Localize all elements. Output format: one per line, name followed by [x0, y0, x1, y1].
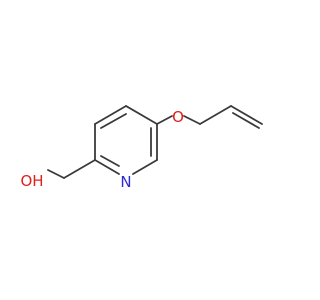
bond-c5-o — [156, 115, 173, 125]
bond-ch-ch2 — [230, 105, 263, 125]
bond-c6-n — [132, 159, 158, 175]
bond-c4-c5 — [125, 105, 158, 125]
ring-nitrogen-label: N — [120, 173, 131, 191]
bond-c3-c4 — [94, 105, 127, 125]
bond-n-c2 — [94, 159, 120, 175]
bond-c2-ch2 — [63, 159, 96, 179]
ether-oxygen-label: O — [172, 108, 184, 126]
bond-o-ch2 — [183, 115, 201, 125]
hydroxyl-label: OH — [20, 172, 43, 190]
bond-ch-ch2-double — [232, 112, 260, 129]
bond-c3-c4-inner — [100, 113, 127, 129]
molecule-diagram: O N OH — [20, 105, 263, 191]
bond-group — [47, 105, 263, 179]
bond-n-c2-inner — [100, 155, 120, 167]
structure-canvas: O N OH — [20, 105, 263, 191]
bond-ch2-oh — [47, 169, 65, 179]
bond-ch2-ch — [199, 105, 232, 125]
